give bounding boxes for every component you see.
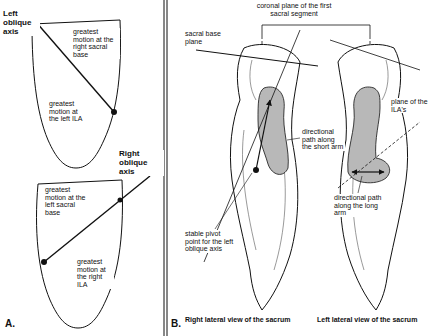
leader-line [215, 173, 252, 229]
annotation-label: directional path along the long arm [333, 194, 385, 217]
sacrum-outline [32, 20, 120, 168]
annotation-label: stable pivot point for the left oblique … [184, 230, 238, 253]
oblique-axis [44, 176, 150, 262]
annotation-label: Left lateral view of the sacrum [316, 316, 418, 324]
annotation-label: plane of the ILA's [390, 98, 430, 113]
plane-line [204, 30, 300, 262]
axis-point [118, 198, 123, 203]
annotation-label: greatest motion at the left sacral base [44, 186, 92, 217]
annotation-label: coronal plane of the first sacral segmen… [248, 2, 340, 17]
direction-arrow [352, 171, 384, 172]
panel-letter: A. [4, 318, 16, 329]
ila-plane [338, 122, 420, 188]
annotation-label: greatest motion at the left ILA [48, 100, 90, 123]
annotation-label: directional path along the short arm [301, 128, 345, 151]
sacral-base-plane [196, 50, 318, 66]
annotation-label: Right lateral view of the sacrum [184, 316, 291, 324]
sacrum-lateral [230, 44, 300, 310]
pivot-point [253, 167, 259, 173]
divider [167, 0, 168, 336]
annotation-label: Right oblique axis [118, 150, 164, 176]
leader-line [287, 138, 300, 140]
annotation-label: sacral base plane [184, 30, 230, 45]
bracket [262, 25, 370, 36]
annotation-label: Left oblique axis [2, 10, 40, 36]
annotation-label: greatest motion at the right ILA [76, 258, 114, 289]
sacrum-outline [37, 180, 123, 328]
annotation-label: greatest motion at the right sacral base [72, 28, 120, 59]
axis-point [41, 259, 47, 265]
direction-arrow [256, 100, 270, 170]
sacrum-lateral [338, 44, 408, 310]
axis-point [111, 109, 117, 115]
leader-line [358, 176, 362, 193]
panel-letter: B. [170, 318, 182, 329]
sacral-base-plane [330, 40, 420, 70]
